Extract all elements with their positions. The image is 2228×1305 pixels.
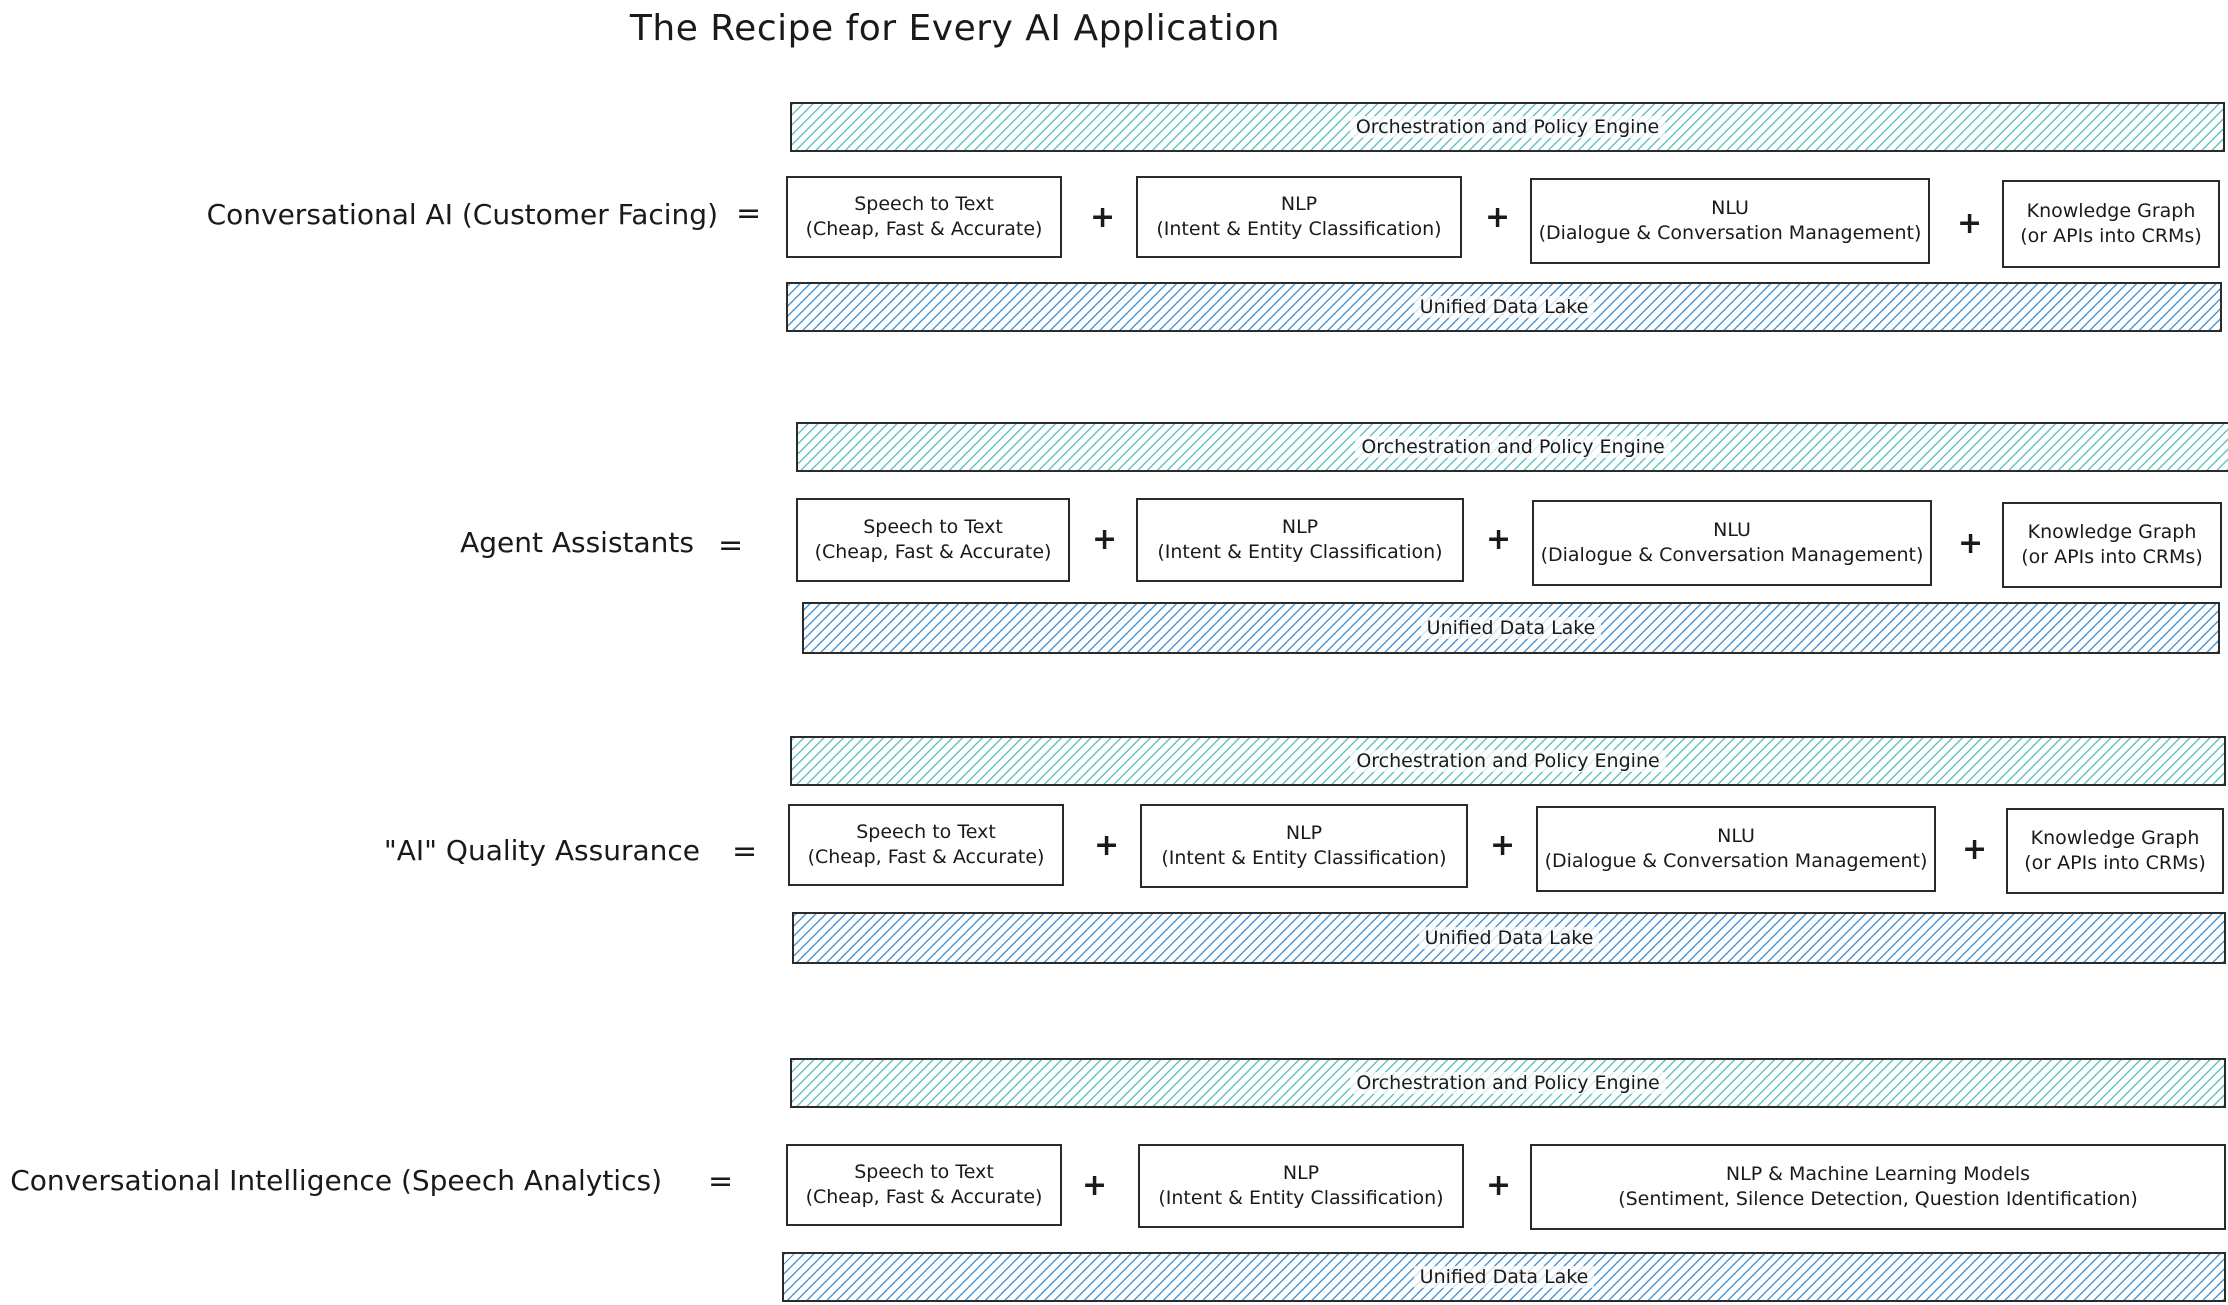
row-label: Conversational AI (Customer Facing) — [206, 198, 718, 231]
nlu-box: NLU(Dialogue & Conversation Management) — [1532, 500, 1932, 586]
speech-to-text-box: Speech to Text(Cheap, Fast & Accurate) — [796, 498, 1070, 582]
speech-to-text-box: Speech to Text(Cheap, Fast & Accurate) — [788, 804, 1064, 886]
unified-data-lake-layer: Unified Data Lake — [802, 602, 2220, 654]
equals-sign: = — [732, 834, 758, 869]
data-lake-label: Unified Data Lake — [1420, 617, 1602, 639]
nlp-box: NLP(Intent & Entity Classification) — [1136, 498, 1464, 582]
knowledge-graph-box: Knowledge Graph(or APIs into CRMs) — [2002, 502, 2222, 588]
plus-sign: + — [1092, 522, 1118, 557]
nlu-box: NLU(Dialogue & Conversation Management) — [1530, 178, 1930, 264]
plus-sign: + — [1094, 828, 1120, 863]
nlp-box: NLP(Intent & Entity Classification) — [1140, 804, 1468, 888]
orchestration-layer: Orchestration and Policy Engine — [790, 1058, 2226, 1108]
plus-sign: + — [1082, 1168, 1108, 1203]
orchestration-layer: Orchestration and Policy Engine — [790, 102, 2225, 152]
equals-sign: = — [718, 528, 744, 563]
unified-data-lake-layer: Unified Data Lake — [782, 1252, 2226, 1302]
nlp-box: NLP(Intent & Entity Classification) — [1136, 176, 1462, 258]
plus-sign: + — [1490, 828, 1516, 863]
nlu-box: NLU(Dialogue & Conversation Management) — [1536, 806, 1936, 892]
unified-data-lake-layer: Unified Data Lake — [792, 912, 2226, 964]
equals-sign: = — [708, 1164, 734, 1199]
row-label: Conversational Intelligence (Speech Anal… — [10, 1164, 662, 1197]
knowledge-graph-box: Knowledge Graph(or APIs into CRMs) — [2006, 808, 2224, 894]
plus-sign: + — [1485, 200, 1511, 235]
orchestration-label: Orchestration and Policy Engine — [1350, 1072, 1666, 1094]
row-label: Agent Assistants — [460, 526, 694, 559]
plus-sign: + — [1957, 206, 1983, 241]
orchestration-label: Orchestration and Policy Engine — [1349, 116, 1666, 138]
data-lake-label: Unified Data Lake — [1413, 1266, 1595, 1288]
diagram-title: The Recipe for Every AI Application — [629, 8, 1281, 49]
orchestration-layer: Orchestration and Policy Engine — [796, 422, 2228, 472]
nlp-box: NLP(Intent & Entity Classification) — [1138, 1144, 1464, 1228]
plus-sign: + — [1486, 1168, 1512, 1203]
equals-sign: = — [736, 196, 762, 231]
speech-to-text-box: Speech to Text(Cheap, Fast & Accurate) — [786, 176, 1062, 258]
speech-to-text-box: Speech to Text(Cheap, Fast & Accurate) — [786, 1144, 1062, 1226]
orchestration-layer: Orchestration and Policy Engine — [790, 736, 2226, 786]
unified-data-lake-layer: Unified Data Lake — [786, 282, 2222, 332]
data-lake-label: Unified Data Lake — [1413, 296, 1595, 318]
plus-sign: + — [1958, 526, 1984, 561]
orchestration-label: Orchestration and Policy Engine — [1355, 436, 1671, 458]
plus-sign: + — [1486, 522, 1512, 557]
data-lake-label: Unified Data Lake — [1418, 927, 1600, 949]
row-label: "AI" Quality Assurance — [383, 834, 700, 867]
ml-models-box: NLP & Machine Learning Models(Sentiment,… — [1530, 1144, 2226, 1230]
plus-sign: + — [1090, 200, 1116, 235]
plus-sign: + — [1962, 832, 1988, 867]
knowledge-graph-box: Knowledge Graph(or APIs into CRMs) — [2002, 180, 2220, 268]
orchestration-label: Orchestration and Policy Engine — [1350, 750, 1666, 772]
